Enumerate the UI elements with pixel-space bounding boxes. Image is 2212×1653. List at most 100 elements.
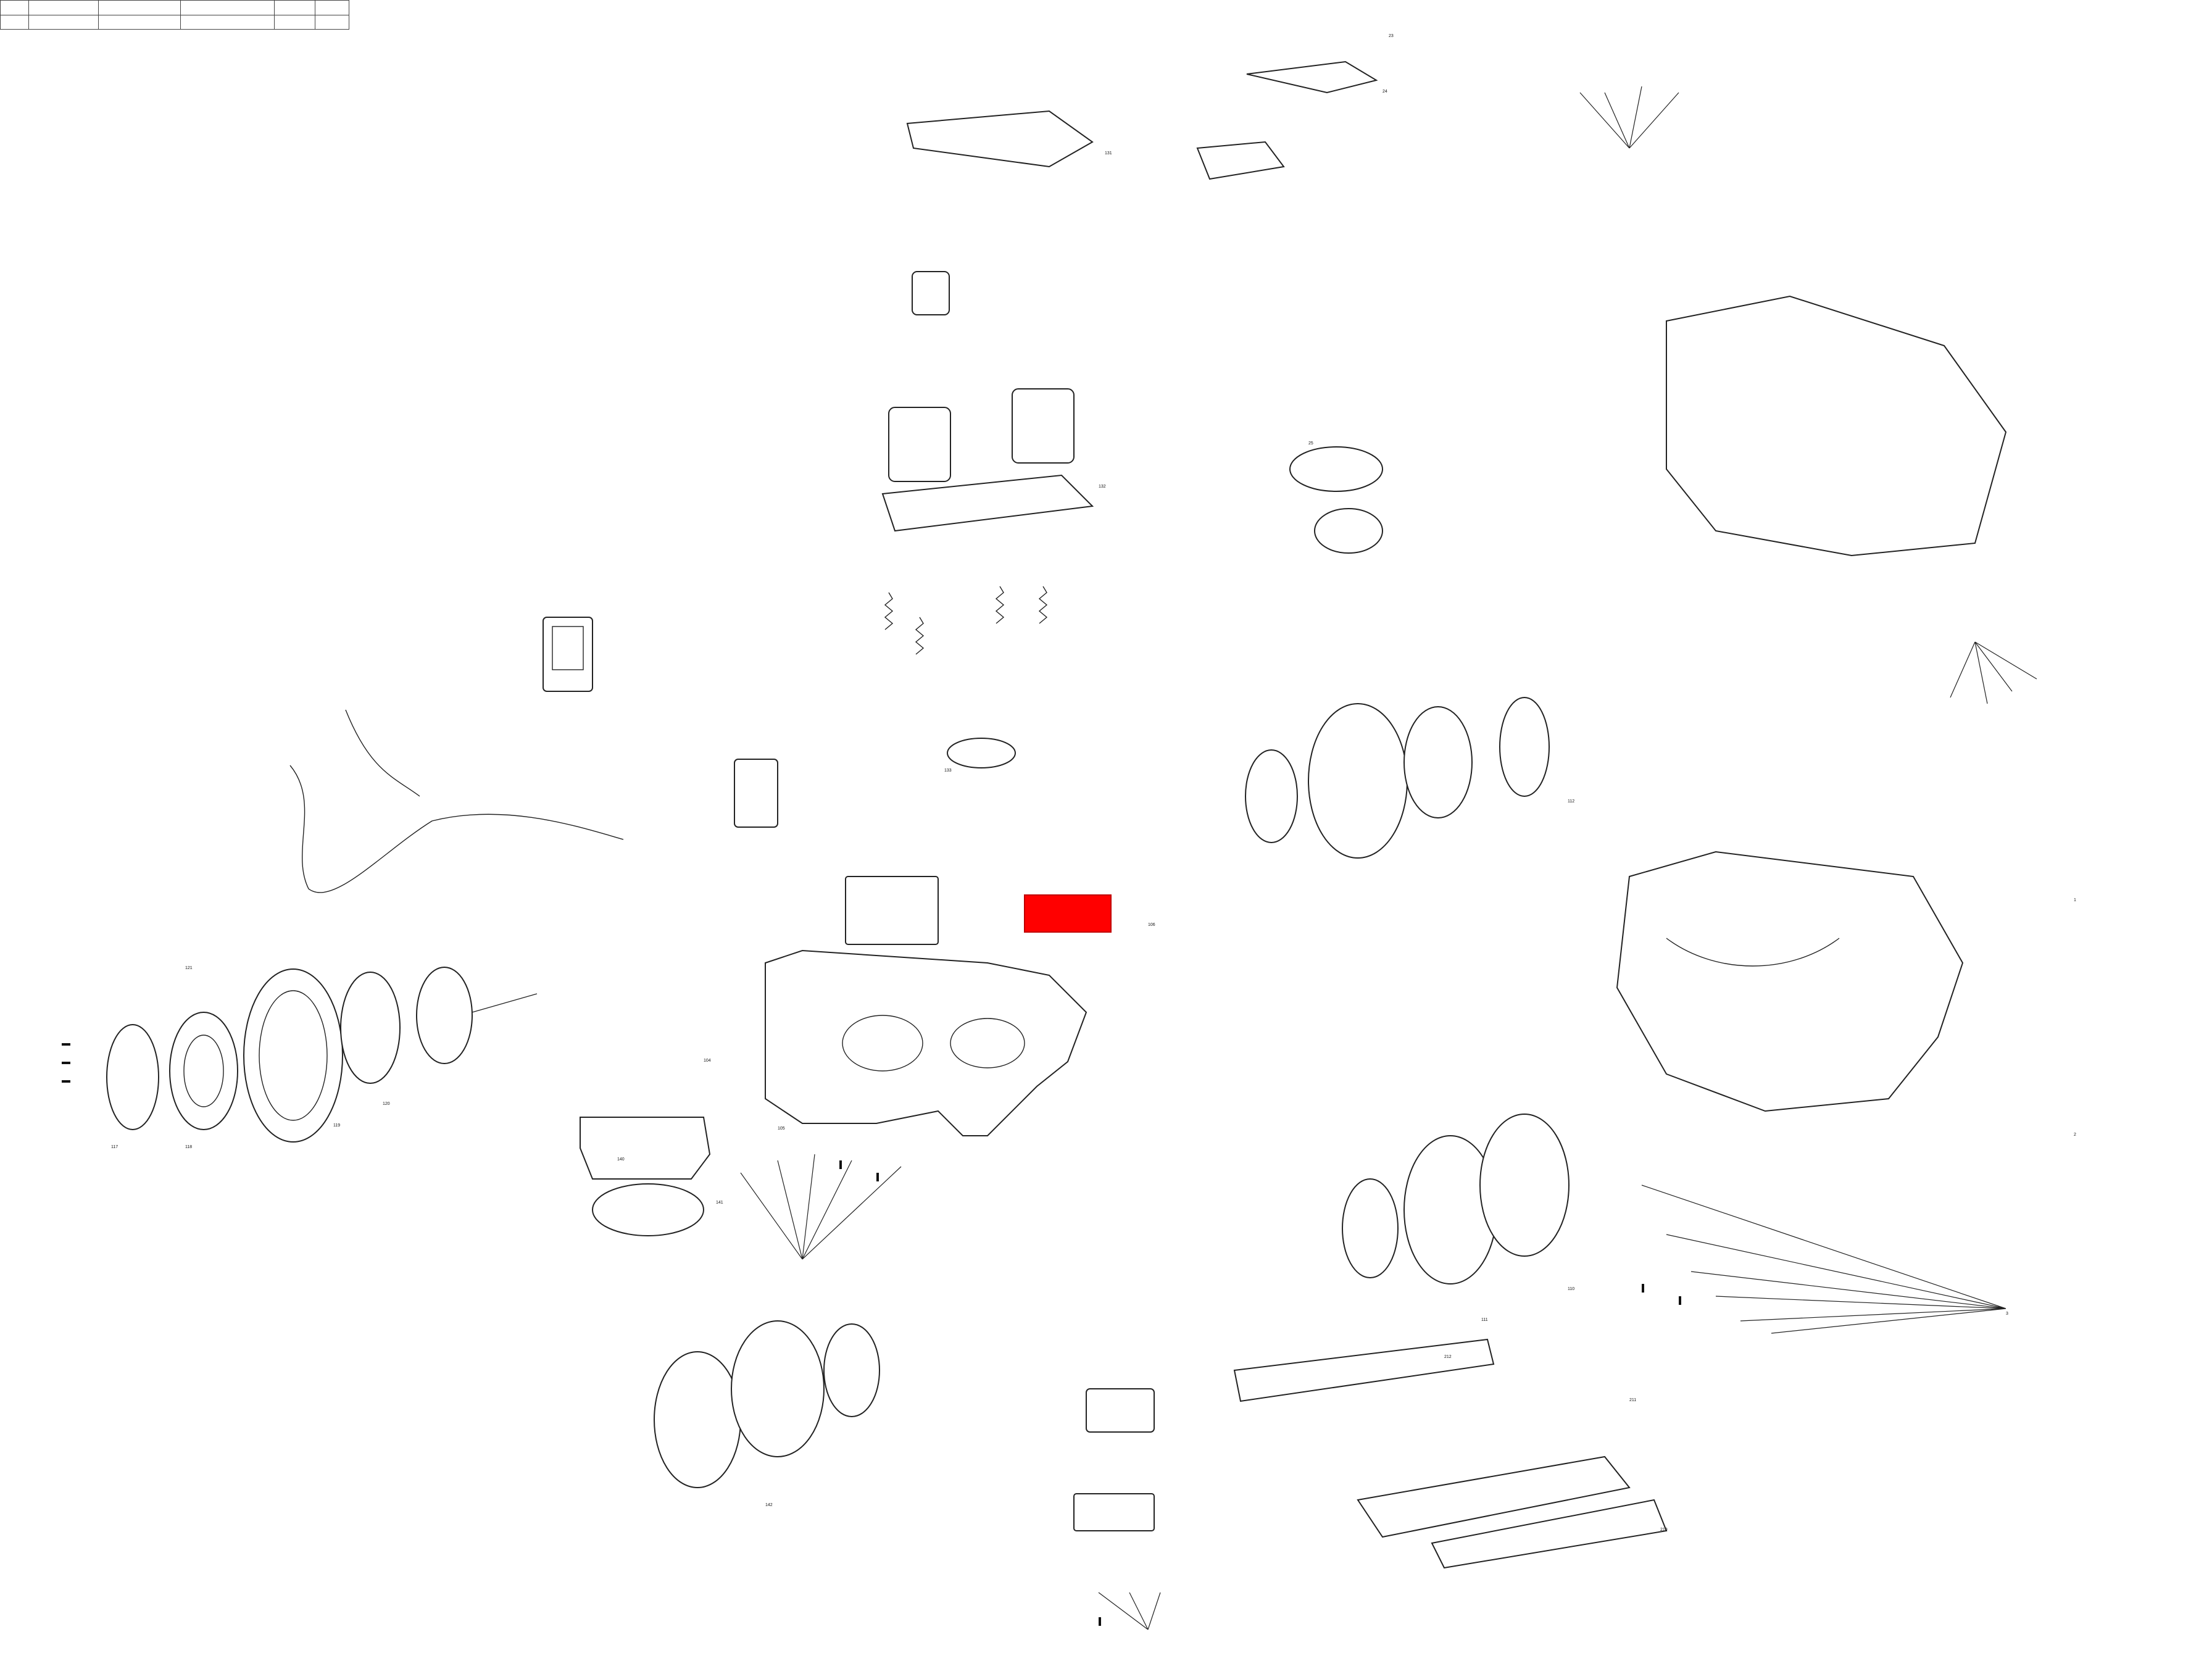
callout-label: 3 <box>2006 1312 2008 1316</box>
callout-label: 120 <box>383 1102 390 1106</box>
front-left-wheel-assembly <box>106 967 538 1143</box>
wheel-ring <box>1403 706 1473 818</box>
title-cell <box>98 14 181 30</box>
wheel-ring <box>340 972 401 1084</box>
bracket-block <box>1086 1388 1155 1433</box>
wheel-cover-disc <box>1499 697 1550 797</box>
drive-motor <box>1342 1178 1399 1278</box>
bumper-group <box>1233 1338 1668 1569</box>
drive-motor <box>823 1323 880 1417</box>
cable-harness <box>289 765 624 893</box>
callout-label: 211 <box>1629 1398 1636 1402</box>
title-cell <box>28 0 99 15</box>
front-bumper <box>1431 1499 1668 1569</box>
leader-lines <box>740 86 2037 1630</box>
motor-cylinder <box>1012 388 1075 464</box>
seal-ring <box>1289 446 1383 492</box>
callout-label: 23 <box>1389 34 1394 38</box>
leader-fan <box>1641 1185 2006 1334</box>
hub-cap-inner <box>183 1035 224 1107</box>
spring-group <box>884 586 1048 655</box>
chassis-shell <box>1616 851 1964 1112</box>
control-housing <box>543 617 593 692</box>
callout-label: 112 <box>1568 799 1574 804</box>
callout-label: 24 <box>1382 90 1387 94</box>
callout-label: 133 <box>944 768 952 773</box>
lower-bracket <box>1073 1388 1155 1531</box>
top-shell <box>1196 141 1285 180</box>
lower-wheels <box>654 1114 1570 1488</box>
top-cover <box>1246 60 1378 94</box>
leader-fan <box>1579 86 1679 149</box>
cable-wire <box>345 709 420 797</box>
mounting-disc <box>1314 508 1383 554</box>
title-cell <box>0 0 29 15</box>
center-chassis <box>765 876 1112 1136</box>
callout-label: 131 <box>1105 151 1112 156</box>
leader-fan <box>740 1154 902 1260</box>
spring <box>884 592 894 630</box>
mecanum-wheel-icon <box>1479 1114 1570 1257</box>
spring <box>915 617 925 655</box>
circuit-board-icon <box>1024 894 1112 933</box>
center-left-plate <box>580 1117 711 1236</box>
left-harness <box>289 709 624 893</box>
base-plate <box>1073 1493 1155 1531</box>
screw-icon <box>1679 1296 1681 1305</box>
callout-label: 110 <box>1568 1287 1574 1291</box>
motor-stack <box>881 110 1094 768</box>
electronics-box <box>845 876 939 945</box>
control-box-cluster <box>543 617 778 828</box>
callout-label: 25 <box>1308 441 1313 446</box>
mecanum-wheel-icon <box>654 1351 741 1488</box>
upper-body-shell <box>1666 295 2007 557</box>
gear-icon <box>947 738 1016 768</box>
callout-label: 119 <box>333 1123 340 1128</box>
callout-label: 104 <box>704 1059 711 1063</box>
screw-icon <box>1099 1617 1101 1626</box>
motor-plate <box>881 474 1094 532</box>
screw-icon <box>62 1062 70 1064</box>
wheel-ring <box>1245 749 1298 843</box>
screw-group <box>62 1043 1681 1626</box>
mecanum-wheel-icon <box>243 968 343 1143</box>
title-cell <box>180 0 275 15</box>
callout-label: 142 <box>765 1503 773 1507</box>
screw-icon <box>1642 1284 1644 1293</box>
drive-motor <box>416 967 473 1064</box>
leader-fan <box>1098 1592 1161 1630</box>
callout-label: 140 <box>617 1157 625 1162</box>
callout-label: 212 <box>1444 1355 1452 1359</box>
screw-icon <box>62 1080 70 1083</box>
drive-shaft <box>472 993 538 1013</box>
mecanum-wheel-icon <box>1308 703 1408 859</box>
title-cell <box>0 14 29 30</box>
motor-cylinder <box>888 407 951 482</box>
right-chassis <box>1616 295 2007 1112</box>
mount-plate <box>580 1117 711 1180</box>
callout-labels: 117 118 119 120 121 104 105 106 1 2 3 21… <box>111 34 2076 1532</box>
callout-label: 105 <box>778 1126 785 1131</box>
control-panel <box>552 626 584 670</box>
callout-label: 121 <box>185 966 193 970</box>
screw-icon <box>839 1160 842 1169</box>
title-cell <box>314 14 350 30</box>
right-wheel-assembly <box>1245 697 1550 859</box>
title-block-row <box>0 14 350 30</box>
title-cell <box>314 0 350 15</box>
frame-cutout <box>950 1018 1025 1068</box>
wheel-cover-disc <box>106 1024 159 1130</box>
spring <box>995 586 1005 624</box>
screw-icon <box>62 1043 70 1046</box>
top-bracket <box>906 110 1094 168</box>
top-cover-group <box>1196 60 1383 554</box>
title-cell <box>274 14 315 30</box>
frame-cutout <box>842 1015 923 1072</box>
turntable-disc <box>592 1183 704 1236</box>
base-frame <box>765 949 1087 1136</box>
bumper-bar <box>1357 1455 1631 1538</box>
bumper-bar <box>1233 1338 1495 1402</box>
callout-label: 132 <box>1099 485 1106 489</box>
motor-cylinder <box>912 271 950 315</box>
